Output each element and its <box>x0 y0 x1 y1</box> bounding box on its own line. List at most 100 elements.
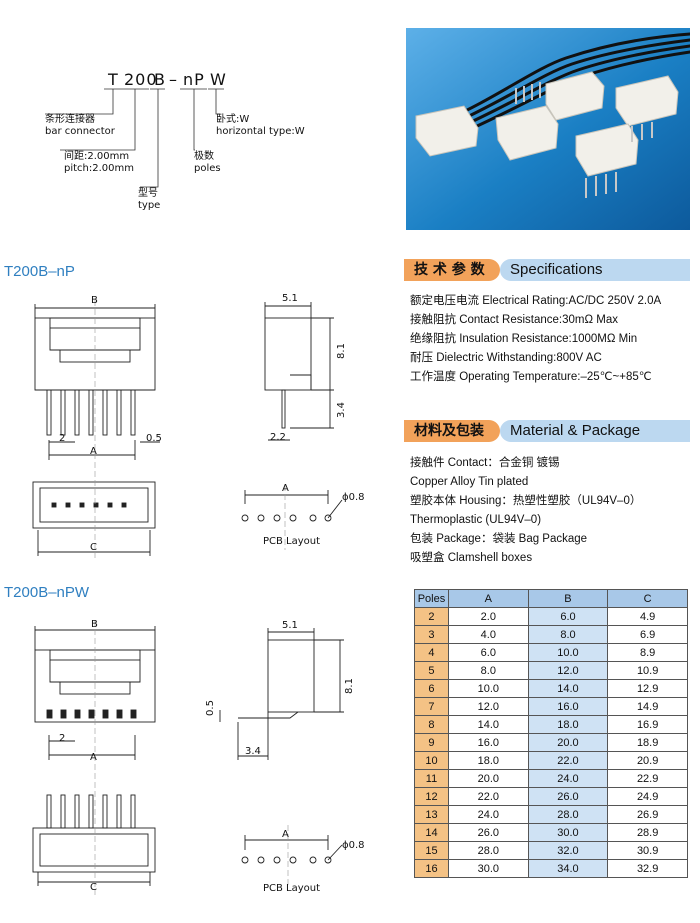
table-cell-b: 24.0 <box>527 769 609 788</box>
table-cell-c: 26.9 <box>607 805 688 824</box>
pn-type: B <box>154 70 166 89</box>
table-cell-c: 14.9 <box>607 697 688 716</box>
specs-header-cn: 技 术 参 数 <box>404 259 500 281</box>
table-cell-a: 20.0 <box>447 769 529 788</box>
table-cell-b: 30.0 <box>527 823 609 842</box>
table-cell-a: 16.0 <box>447 733 529 752</box>
header-b: B <box>527 589 609 608</box>
material-line: 塑胶本体 Housing：热塑性塑胶（UL94V–0） <box>410 495 642 507</box>
horizontal-en: horizontal type:W <box>216 126 305 137</box>
table-cell-a: 2.0 <box>447 607 529 626</box>
table-cell-c: 30.9 <box>607 841 688 860</box>
table-cell-poles: 11 <box>414 769 449 788</box>
table-cell-poles: 16 <box>414 859 449 878</box>
table-cell-b: 14.0 <box>527 679 609 698</box>
dim-a-pcb-npw: A <box>282 829 289 840</box>
spec-line: 额定电压电流 Electrical Rating:AC/DC 250V 2.0A <box>410 295 662 307</box>
pn-horizontal: W <box>210 70 227 89</box>
dim-a-pcb-np: A <box>282 483 289 494</box>
table-cell-c: 6.9 <box>607 625 688 644</box>
table-cell-a: 12.0 <box>447 697 529 716</box>
material-line: 接触件 Contact：合金铜 镀锡 <box>410 457 560 469</box>
section-title-np: T200B–nP <box>4 263 75 280</box>
specs-list: 额定电压电流 Electrical Rating:AC/DC 250V 2.0A… <box>410 292 661 387</box>
table-cell-c: 12.9 <box>607 679 688 698</box>
table-cell-poles: 15 <box>414 841 449 860</box>
table-cell-poles: 9 <box>414 733 449 752</box>
table-cell-poles: 4 <box>414 643 449 662</box>
dim-b-np: B <box>91 295 98 306</box>
header-a: A <box>447 589 529 608</box>
table-cell-a: 30.0 <box>447 859 529 878</box>
header-poles: Poles <box>414 589 449 608</box>
dim-05-np: 0.5 <box>146 433 162 444</box>
pn-dash: – <box>169 70 178 89</box>
dim-c-np: C <box>90 542 97 553</box>
material-line: 吸塑盒 Clamshell boxes <box>410 552 533 564</box>
table-cell-poles: 7 <box>414 697 449 716</box>
table-cell-a: 14.0 <box>447 715 529 734</box>
table-cell-b: 22.0 <box>527 751 609 770</box>
table-cell-poles: 3 <box>414 625 449 644</box>
table-cell-poles: 6 <box>414 679 449 698</box>
dim-phi-np: ϕ0.8 <box>342 492 365 503</box>
table-cell-c: 4.9 <box>607 607 688 626</box>
table-cell-a: 24.0 <box>447 805 529 824</box>
spec-line: 绝缘阻抗 Insulation Resistance:1000MΩ Min <box>410 333 638 345</box>
drawing-np <box>32 300 343 560</box>
dim-81-np: 8.1 <box>335 343 347 359</box>
table-cell-b: 8.0 <box>527 625 609 644</box>
table-cell-poles: 8 <box>414 715 449 734</box>
spec-line: 接触阻抗 Contact Resistance:30mΩ Max <box>410 314 618 326</box>
table-cell-poles: 13 <box>414 805 449 824</box>
table-cell-b: 18.0 <box>527 715 609 734</box>
header-c: C <box>607 589 688 608</box>
dim-a-np: A <box>90 446 97 457</box>
pn-poles: nP <box>183 70 205 89</box>
table-cell-b: 26.0 <box>527 787 609 806</box>
specs-header-en: Specifications <box>500 259 690 281</box>
table-cell-c: 22.9 <box>607 769 688 788</box>
table-cell-b: 12.0 <box>527 661 609 680</box>
table-cell-b: 10.0 <box>527 643 609 662</box>
table-cell-b: 20.0 <box>527 733 609 752</box>
material-header-en: Material & Package <box>500 420 690 442</box>
dim-b-npw: B <box>91 619 98 630</box>
section-title-npw: T200B–nPW <box>4 584 90 601</box>
table-cell-poles: 10 <box>414 751 449 770</box>
table-cell-a: 26.0 <box>447 823 529 842</box>
dim-2-npw: 2 <box>59 733 66 744</box>
dim-51-np: 5.1 <box>282 293 298 304</box>
dim-c-npw: C <box>90 882 97 893</box>
dim-51-npw: 5.1 <box>282 620 298 631</box>
dim-05-npw: 0.5 <box>204 700 216 716</box>
pn-pitch: 200 <box>124 70 158 89</box>
table-cell-c: 28.9 <box>607 823 688 842</box>
bar-connector-cn: 条形连接器 <box>45 114 95 125</box>
product-photo <box>406 28 690 230</box>
pcb-layout-label-npw: PCB Layout <box>263 883 321 894</box>
poles-en: poles <box>194 163 221 174</box>
table-cell-b: 28.0 <box>527 805 609 824</box>
table-cell-c: 24.9 <box>607 787 688 806</box>
table-cell-c: 16.9 <box>607 715 688 734</box>
drawing-npw <box>32 620 344 895</box>
bar-connector-en: bar connector <box>45 126 115 137</box>
table-cell-b: 32.0 <box>527 841 609 860</box>
table-header-row: Poles A B C <box>414 589 688 608</box>
table-cell-c: 20.9 <box>607 751 688 770</box>
table-cell-a: 10.0 <box>447 679 529 698</box>
pn-t: T <box>108 70 119 89</box>
